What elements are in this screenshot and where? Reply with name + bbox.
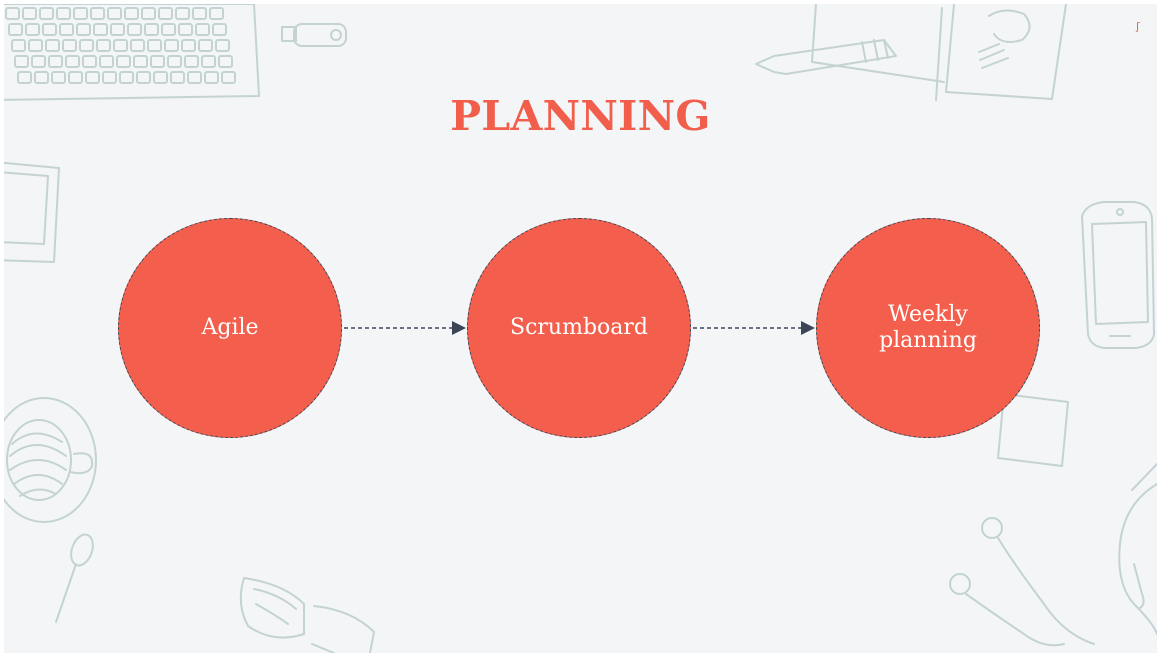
arrowhead-icon — [801, 321, 815, 335]
flow-node-scrumboard: Scrumboard — [467, 218, 691, 438]
cursor-marker-icon: ʃ — [1136, 20, 1140, 33]
sticky-note-icon — [997, 393, 1069, 467]
flow-node-label: Weekly planning — [879, 302, 977, 353]
earphones-icon — [949, 463, 1157, 647]
eyeglasses-icon — [239, 577, 375, 653]
background-doodles — [4, 4, 1157, 653]
smartphone-icon — [1081, 201, 1155, 349]
flow-node-agile: Agile — [118, 218, 342, 438]
flow-node-label: Agile — [201, 315, 259, 340]
flow-node-label: Scrumboard — [510, 315, 648, 340]
coffee-cup-icon — [4, 397, 97, 523]
keyboard-icon — [4, 4, 260, 101]
tablet-icon — [4, 161, 60, 263]
slide: PLANNING Agile Scrumboard Weekly plannin… — [4, 4, 1157, 653]
notebook-icon — [811, 4, 1067, 101]
flow-node-weekly-planning: Weekly planning — [816, 218, 1040, 438]
slide-title: PLANNING — [450, 92, 711, 140]
connector-scrumboard-to-weekly-planning — [693, 321, 815, 335]
connector-agile-to-scrumboard — [344, 321, 466, 335]
pen-icon — [755, 39, 897, 75]
flow-connectors — [344, 321, 815, 335]
spoon-icon — [55, 533, 94, 623]
usb-stick-icon — [281, 23, 347, 47]
arrowhead-icon — [452, 321, 466, 335]
